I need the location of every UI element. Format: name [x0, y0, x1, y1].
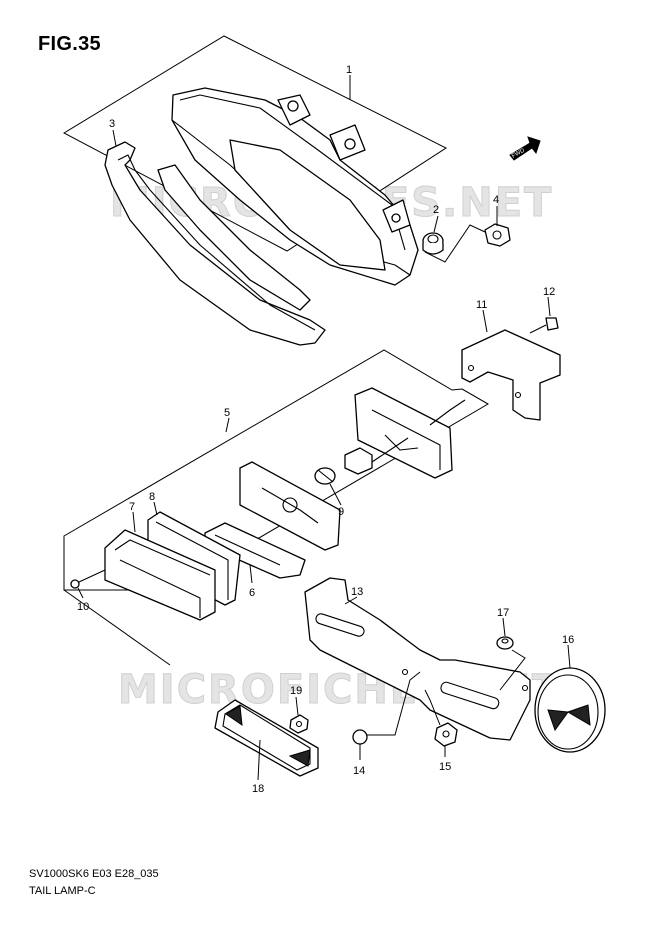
nut-part-17[interactable]	[496, 636, 514, 650]
screw-part-12[interactable]	[529, 317, 559, 334]
callout-16: 16	[562, 634, 574, 646]
callout-5: 5	[224, 407, 230, 419]
lamp-base-part-5[interactable]	[344, 387, 466, 479]
callout-11: 11	[476, 299, 487, 311]
nut-part-15[interactable]	[434, 722, 458, 747]
tail-lens-part-7[interactable]	[104, 529, 216, 621]
callout-4: 4	[493, 194, 499, 206]
nut-part-19[interactable]	[289, 714, 309, 734]
callout-18: 18	[252, 783, 264, 795]
bracket-part-11[interactable]	[461, 329, 561, 421]
callout-2: 2	[433, 204, 439, 216]
callout-17: 17	[497, 607, 509, 619]
group-frame-1	[62, 35, 448, 252]
screw-part-10[interactable]	[70, 569, 106, 589]
round-reflector-part-16[interactable]	[534, 667, 606, 753]
callout-13: 13	[351, 586, 363, 598]
bolt-part-14[interactable]	[352, 729, 385, 745]
figure-title: FIG.35	[38, 33, 101, 55]
callout-9: 9	[338, 506, 344, 518]
callout-12: 12	[543, 286, 555, 298]
figure-code: SV1000SK6 E03 E28_035	[29, 868, 159, 880]
socket-holder[interactable]	[239, 461, 341, 551]
callout-6: 6	[249, 587, 255, 599]
fwd-arrow-icon: FWD	[509, 136, 541, 161]
callout-3: 3	[109, 118, 115, 130]
callout-15: 15	[439, 761, 451, 773]
leader-lines	[77, 75, 571, 781]
tail-cover-part-1[interactable]	[171, 87, 419, 286]
callout-8: 8	[149, 491, 155, 503]
callout-7: 7	[129, 501, 135, 513]
nut-part-4[interactable]	[484, 223, 511, 247]
grommet-part-2[interactable]	[422, 232, 444, 255]
license-bracket-part-13[interactable]	[304, 577, 531, 741]
callout-1: 1	[346, 64, 352, 76]
bulb-part-9[interactable]	[314, 467, 336, 485]
callout-14: 14	[353, 765, 365, 777]
side-reflector-part-18[interactable]	[214, 699, 319, 777]
callout-19: 19	[290, 685, 302, 697]
figure-name: TAIL LAMP-C	[29, 885, 96, 897]
trim-strip-part-3[interactable]	[104, 141, 326, 346]
callout-10: 10	[77, 601, 89, 613]
